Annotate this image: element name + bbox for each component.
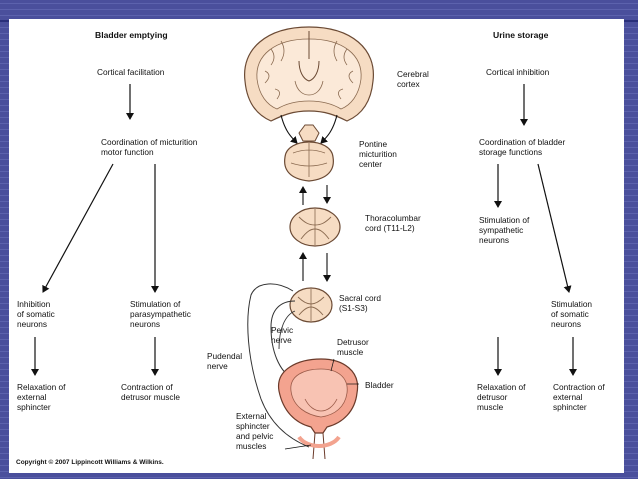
- coordination-micturition-label: Coordination of micturition motor functi…: [101, 137, 198, 157]
- arrow-cortex-to-pons-left: [280, 114, 298, 144]
- background-stripe: [0, 477, 638, 478]
- bladder-illustration: [278, 358, 359, 460]
- header-line-left: [0, 20, 10, 22]
- cerebral-cortex-illustration: [244, 26, 374, 122]
- cortical-facilitation-label: Cortical facilitation: [97, 67, 165, 77]
- coordination-storage-label: Coordination of bladder storage function…: [479, 137, 566, 157]
- bladder-emptying-title: Bladder emptying: [95, 30, 168, 40]
- arrow-coordination-to-somatic-right: [537, 163, 572, 293]
- stimulation-somatic-label: Stimulation of somatic neurons: [551, 299, 593, 329]
- background-stripe: [0, 9, 638, 10]
- arrow-cortex-to-pons-right: [320, 114, 338, 144]
- sacral-cord-label: Sacral cord (S1-S3): [339, 293, 381, 313]
- background-stripe: [0, 15, 638, 16]
- inhibition-somatic-label: Inhibition of somatic neurons: [17, 299, 55, 329]
- relaxation-detrusor-label: Relaxation of detrusor muscle: [477, 382, 526, 412]
- stimulation-sympathetic-label: Stimulation of sympathetic neurons: [479, 215, 530, 245]
- stimulation-parasympathetic-label: Stimulation of parasympathetic neurons: [130, 299, 191, 329]
- pudendal-nerve-path: [247, 283, 310, 448]
- arrow-coordination-to-somatic-left: [42, 163, 114, 293]
- external-sphincter-label: External sphincter and pelvic muscles: [236, 411, 274, 451]
- leader-detrusor: [330, 358, 335, 372]
- bladder-label: Bladder: [365, 380, 394, 390]
- cortical-inhibition-label: Cortical inhibition: [486, 67, 550, 77]
- background-stripe: [0, 3, 638, 4]
- leader-external-sphincter: [284, 444, 312, 450]
- cerebral-cortex-label: Cerebral cortex: [397, 69, 429, 89]
- thoracolumbar-cord-illustration: [289, 207, 341, 247]
- copyright-notice: Copyright © 2007 Lippincott Williams & W…: [16, 459, 164, 466]
- detrusor-muscle-label: Detrusor muscle: [337, 337, 369, 357]
- sacral-cord-illustration: [289, 287, 333, 323]
- contraction-external-sphincter-label: Contraction of external sphincter: [553, 382, 605, 412]
- urine-storage-title: Urine storage: [493, 30, 549, 40]
- pudendal-nerve-path-2: [278, 310, 296, 350]
- pontine-micturition-center-illustration: [284, 124, 334, 182]
- relaxation-external-sphincter-label: Relaxation of external sphincter: [17, 382, 66, 412]
- diagram-panel: Bladder emptying Cortical facilitation C…: [9, 19, 624, 473]
- pelvic-nerve-path: [270, 300, 296, 380]
- pontine-micturition-label: Pontine micturition center: [359, 139, 397, 169]
- diagram-artwork: [31, 26, 577, 460]
- header-line-right: [624, 20, 638, 22]
- pelvic-nerve-label: Pelvic nerve: [271, 325, 294, 345]
- pudendal-nerve-label: Pudendal nerve: [207, 351, 243, 371]
- thoracolumbar-cord-label: Thoracolumbar cord (T11-L2): [365, 213, 421, 233]
- contraction-detrusor-label: Contraction of detrusor muscle: [121, 382, 181, 402]
